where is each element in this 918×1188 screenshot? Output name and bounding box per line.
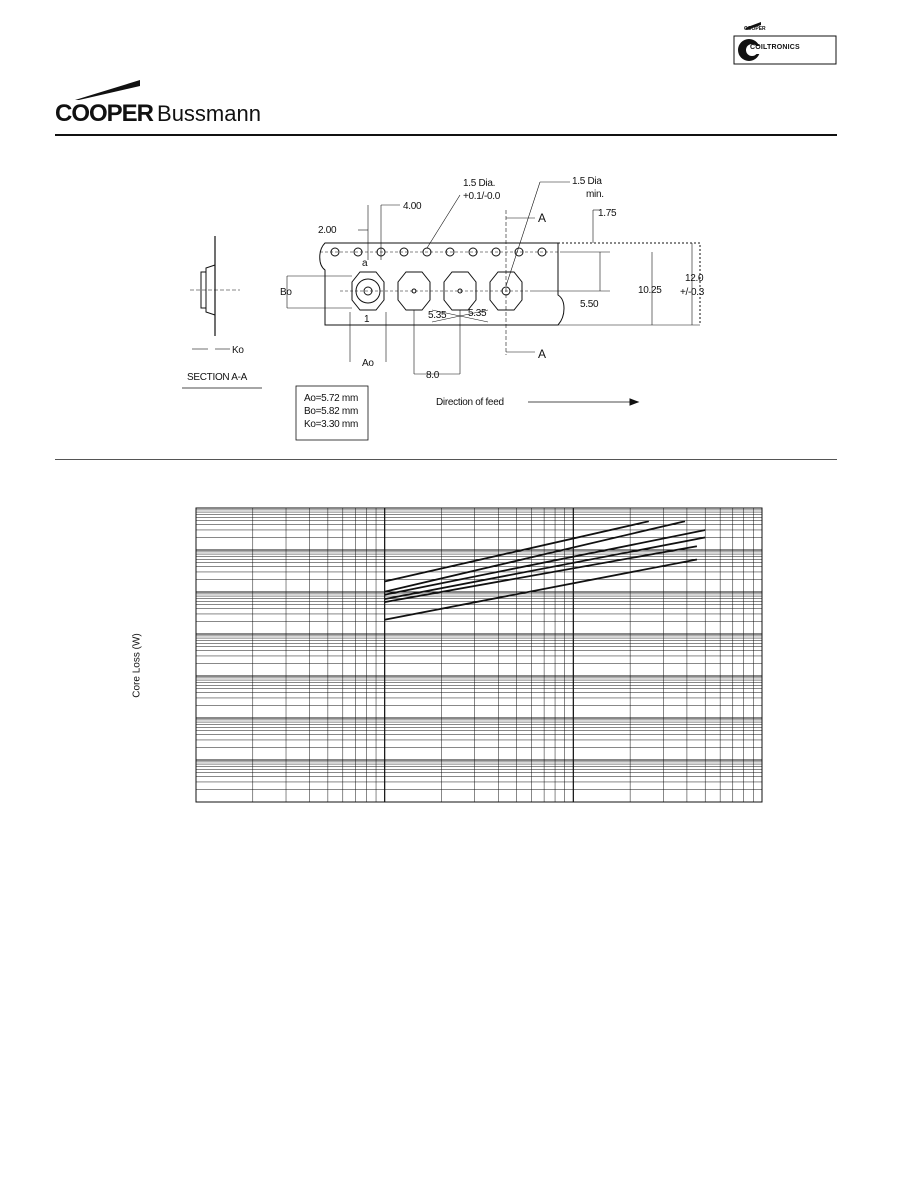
sprocket-holes [330, 247, 547, 257]
chart-grid [195, 507, 763, 803]
dim-edge: 1.75 [598, 208, 617, 219]
section-label-bottom: A [538, 347, 546, 361]
chart-series-line [384, 558, 698, 621]
dim-width: 12.0 [685, 273, 704, 284]
tape-drawing: 4.00 2.00 1.5 Dia. +0.1/-0.0 1.5 Dia min… [182, 176, 705, 441]
chart-series-line [384, 529, 706, 596]
coiltronics-logo-icon [733, 22, 837, 65]
dim-pocket-hole: 1.5 Dia [572, 176, 602, 187]
brand-swoosh-icon [75, 80, 140, 100]
dim-half-pitch-a: 5.35 [428, 310, 447, 321]
label-ko: Ko [232, 345, 244, 356]
section-title: SECTION A-A [187, 372, 248, 383]
dim-pocket-hole-min: min. [586, 189, 604, 200]
section-rule [55, 459, 837, 460]
dim-hole-offset: 2.00 [318, 225, 337, 236]
dim-half-pitch-b: 5.35 [468, 308, 487, 319]
spec-ao: Ao=5.72 mm [304, 393, 358, 404]
dim-hole-dia: 1.5 Dia. [463, 178, 495, 189]
coiltronics-cooper-text: COOPER [744, 26, 766, 32]
dim-height: 10.25 [638, 285, 662, 296]
dim-pitch-hole: 4.00 [403, 201, 422, 212]
label-bo: Bo [280, 287, 292, 298]
label-one-small: 1 [364, 314, 370, 325]
dim-hole-tol: +0.1/-0.0 [463, 191, 501, 202]
dim-width-tol: +/-0.3 [680, 287, 705, 298]
spec-ko: Ko=3.30 mm [304, 419, 358, 430]
direction-of-feed: Direction of feed [436, 397, 504, 408]
label-a-small: a [362, 258, 368, 269]
brand-cooper: COOPER [55, 100, 154, 127]
chart-series-line [384, 536, 706, 601]
header-rule [55, 134, 837, 136]
chart-frame [195, 507, 763, 803]
chart-series-line [384, 520, 686, 593]
label-ao: Ao [362, 358, 374, 369]
dim-center: 5.50 [580, 299, 599, 310]
coiltronics-name-text: COILTRONICS [750, 44, 800, 51]
chart-series [384, 520, 706, 621]
section-label-top: A [538, 211, 546, 225]
spec-bo: Bo=5.82 mm [304, 406, 358, 417]
dim-pocket-pitch: 8.0 [426, 370, 440, 381]
core-loss-chart [195, 507, 763, 803]
brand-bussmann: Bussmann [157, 101, 261, 126]
chart-series-line [384, 520, 650, 583]
chart-series-line [384, 545, 698, 603]
